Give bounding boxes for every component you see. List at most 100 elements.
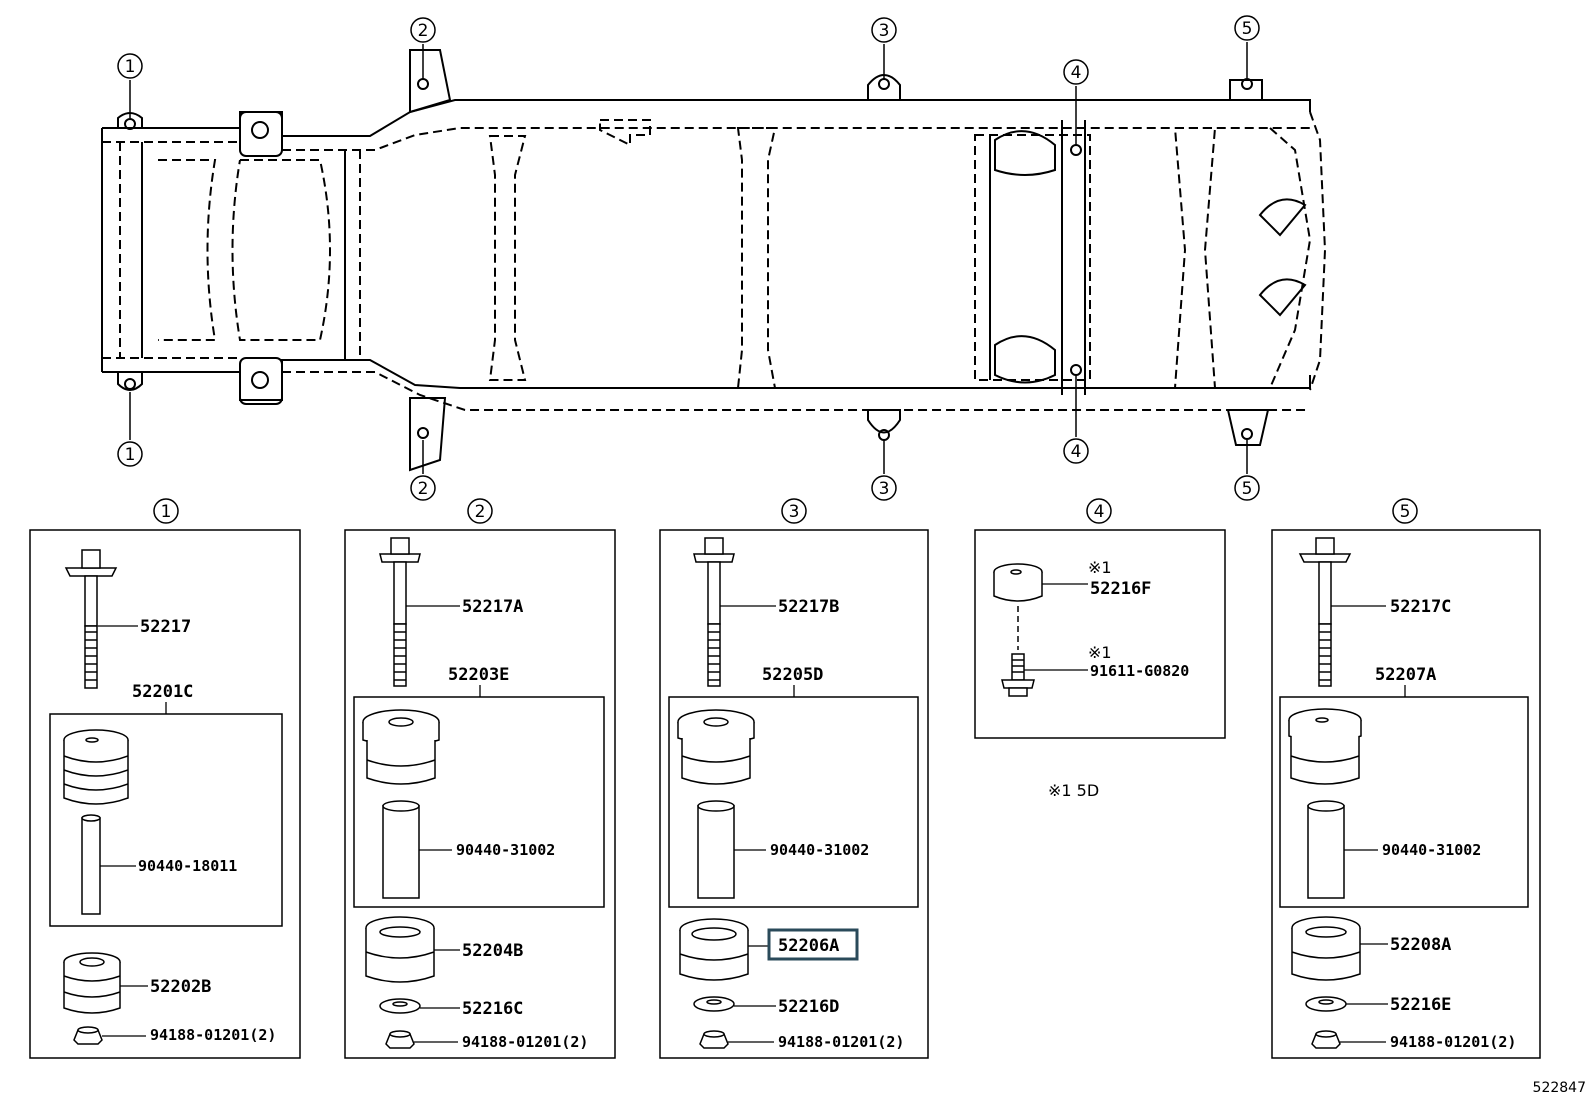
detail-2-washer-label[interactable]: 52216C [462, 999, 523, 1019]
frame-callout-4-top[interactable]: 4 [1063, 59, 1089, 85]
detail-2-lower-cushion-label[interactable]: 52204B [462, 941, 523, 961]
frame-callout-3-top[interactable]: 3 [871, 17, 897, 43]
detail-3-number-circle [781, 498, 807, 524]
detail-3-lower-cushion-label[interactable]: 52206A [778, 936, 839, 956]
svg-text:5: 5 [1242, 19, 1253, 39]
detail-5-upper-cushion-graphic[interactable] [1288, 708, 1362, 785]
frame-callout-5-bottom[interactable]: 5 [1234, 475, 1260, 501]
detail-3-nut-graphic[interactable] [699, 1030, 729, 1049]
detail-5-frame [1271, 529, 1541, 1059]
svg-text:4: 4 [1071, 63, 1082, 83]
detail-3-washer-label[interactable]: 52216D [778, 997, 839, 1017]
svg-text:1: 1 [125, 445, 136, 465]
frame-callout-1-top[interactable]: 1 [117, 53, 143, 79]
detail-3-frame [659, 529, 929, 1059]
detail-3-sleeve-label[interactable]: 90440-31002 [770, 841, 869, 859]
detail-3-bolt-graphic[interactable] [693, 537, 735, 687]
detail-4-cushion-mark: ※1 [1088, 558, 1112, 577]
detail-1-number-circle [153, 498, 179, 524]
detail-4-cushion-graphic[interactable] [993, 563, 1043, 602]
detail-5-lower-cushion-graphic[interactable] [1291, 916, 1361, 981]
detail-4-bolt-graphic[interactable] [1001, 653, 1035, 697]
detail-1-frame [29, 529, 301, 1059]
detail-4-bolt-label[interactable]: 91611-G0820 [1090, 662, 1189, 680]
frame-callout-4-bottom[interactable]: 4 [1063, 438, 1089, 464]
detail-1-lower-cushion-graphic[interactable] [63, 952, 121, 1014]
detail-2-lower-cushion-graphic[interactable] [365, 916, 435, 983]
detail-4-cushion-label[interactable]: 52216F [1090, 579, 1151, 599]
detail-5-washer-label[interactable]: 52216E [1390, 995, 1451, 1015]
detail-3-assembly-frame [668, 696, 919, 908]
detail-4-number-circle [1086, 498, 1112, 524]
detail-2-bolt-graphic[interactable] [379, 537, 421, 687]
detail-2-number-circle [467, 498, 493, 524]
detail-2-assembly-frame [353, 696, 605, 908]
frame-callout-2-bottom[interactable]: 2 [410, 475, 436, 501]
detail-2-sleeve-label[interactable]: 90440-31002 [456, 841, 555, 859]
svg-text:4: 4 [1071, 442, 1082, 462]
svg-text:5: 5 [1242, 479, 1253, 499]
footnote: ※1 5D [1048, 781, 1099, 800]
detail-2-sleeve-graphic[interactable] [382, 800, 420, 899]
detail-5-washer-graphic[interactable] [1305, 996, 1347, 1012]
detail-1-assembly-frame [49, 713, 283, 927]
detail-3-washer-graphic[interactable] [693, 996, 735, 1012]
detail-1-sleeve-graphic[interactable] [81, 814, 101, 915]
svg-text:3: 3 [879, 21, 890, 41]
detail-1-bolt-label[interactable]: 52217 [140, 617, 191, 637]
svg-text:3: 3 [879, 479, 890, 499]
detail-2-upper-cushion-graphic[interactable] [362, 709, 440, 785]
frame-callout-1-bottom[interactable]: 1 [117, 441, 143, 467]
detail-1-lower-cushion-label[interactable]: 52202B [150, 977, 211, 997]
detail-3-upper-cushion-graphic[interactable] [677, 709, 755, 785]
detail-5-assembly-label[interactable]: 52207A [1375, 665, 1436, 685]
frame-callout-5-top[interactable]: 5 [1234, 15, 1260, 41]
frame-callout-3-bottom[interactable]: 3 [871, 475, 897, 501]
diagram-code: 522847 [1533, 1080, 1586, 1096]
detail-5-assembly-frame [1279, 696, 1529, 908]
detail-5-bolt-label[interactable]: 52217C [1390, 597, 1451, 617]
detail-1-nut-label[interactable]: 94188-01201(2) [150, 1026, 276, 1044]
detail-2-nut-label[interactable]: 94188-01201(2) [462, 1033, 588, 1051]
detail-5-nut-graphic[interactable] [1311, 1030, 1341, 1049]
detail-5-sleeve-graphic[interactable] [1307, 800, 1345, 899]
detail-3-lower-cushion-graphic[interactable] [679, 918, 749, 981]
detail-1-upper-cushion-graphic[interactable] [63, 729, 129, 805]
detail-4: 4 ※1 52216F ※1 91611-G0820 [974, 498, 1226, 739]
detail-3-bolt-label[interactable]: 52217B [778, 597, 839, 617]
frame-callout-2-top[interactable]: 2 [410, 17, 436, 43]
detail-1-assembly-label[interactable]: 52201C [132, 682, 193, 702]
detail-2-assembly-label[interactable]: 52203E [448, 665, 509, 685]
detail-3: 3 52217B 52205D 90440-31002 [659, 498, 929, 1059]
detail-3-nut-label[interactable]: 94188-01201(2) [778, 1033, 904, 1051]
detail-2-number: 2 [475, 502, 486, 522]
detail-5-number: 5 [1400, 502, 1411, 522]
detail-2-bolt-label[interactable]: 52217A [462, 597, 523, 617]
detail-2-washer-graphic[interactable] [379, 998, 421, 1014]
detail-5-lower-cushion-label[interactable]: 52208A [1390, 935, 1451, 955]
svg-text:1: 1 [125, 57, 136, 77]
svg-text:2: 2 [418, 21, 429, 41]
detail-5-bolt-graphic[interactable] [1298, 537, 1352, 687]
detail-1: 1 52217 52201C 90440-18011 [29, 498, 301, 1059]
detail-1-sleeve-label[interactable]: 90440-18011 [138, 857, 237, 875]
frame-callouts: 1 1 2 2 3 3 4 4 5 5 [117, 15, 1260, 501]
detail-5: 5 52217C 52207A 90440-31002 [1271, 498, 1541, 1059]
callout-leaders [129, 42, 1248, 474]
detail-4-frame [974, 529, 1226, 739]
detail-3-sleeve-graphic[interactable] [697, 800, 735, 899]
detail-3-number: 3 [789, 502, 800, 522]
detail-2: 2 52217A 52203E 90440-31002 [344, 498, 616, 1059]
detail-2-nut-graphic[interactable] [385, 1030, 415, 1049]
detail-3-lower-cushion-highlight[interactable] [767, 928, 859, 961]
svg-text:2: 2 [418, 479, 429, 499]
detail-3-assembly-label[interactable]: 52205D [762, 665, 823, 685]
detail-4-number: 4 [1094, 502, 1105, 522]
detail-5-sleeve-label[interactable]: 90440-31002 [1382, 841, 1481, 859]
detail-4-bolt-mark: ※1 [1088, 643, 1112, 662]
detail-5-nut-label[interactable]: 94188-01201(2) [1390, 1033, 1516, 1051]
detail-1-bolt-graphic[interactable] [64, 549, 118, 689]
detail-1-nut-graphic[interactable] [73, 1026, 103, 1045]
chassis-frame [101, 49, 1327, 472]
